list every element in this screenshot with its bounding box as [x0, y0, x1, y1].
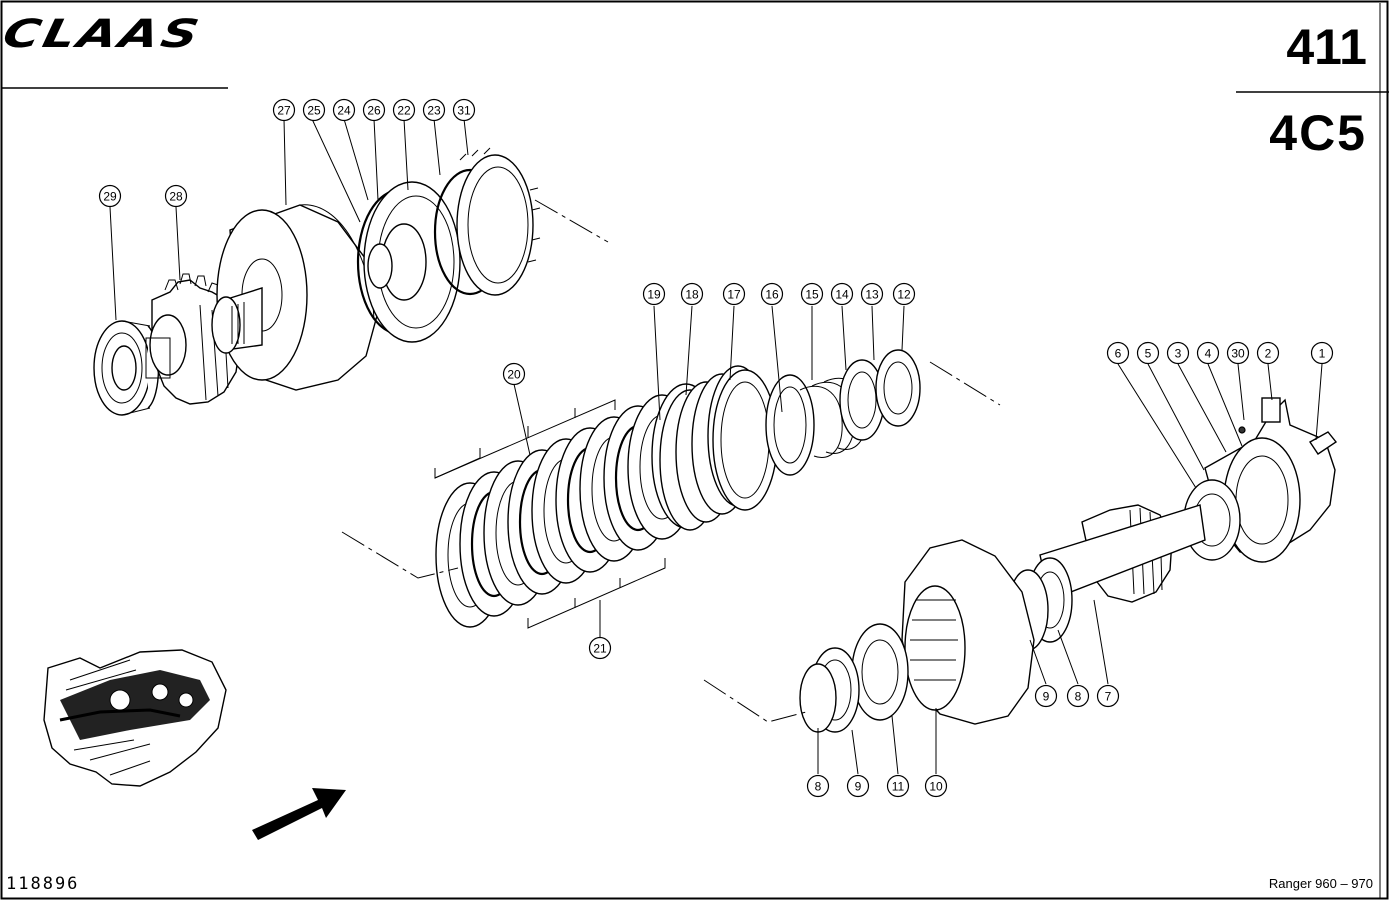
leader-lines	[109, 118, 1323, 775]
callout-23: 23	[422, 98, 446, 122]
transmission-thumbnail	[43, 649, 227, 787]
callout-27: 27	[272, 98, 296, 122]
svg-text:11: 11	[892, 780, 905, 794]
callout-28: 28	[164, 184, 188, 208]
svg-text:22: 22	[397, 104, 411, 118]
callout-17: 17	[722, 282, 746, 306]
callout-21: 21	[588, 636, 612, 660]
svg-text:21: 21	[593, 642, 607, 656]
callout-10: 10	[924, 774, 948, 798]
callout-13: 13	[860, 282, 884, 306]
svg-text:14: 14	[835, 288, 849, 302]
callout-30: 30	[1226, 341, 1250, 365]
svg-text:28: 28	[169, 190, 183, 204]
svg-text:25: 25	[307, 104, 321, 118]
svg-text:2: 2	[1265, 347, 1272, 361]
svg-text:16: 16	[765, 288, 779, 302]
callout-12: 12	[892, 282, 916, 306]
svg-text:10: 10	[929, 780, 943, 794]
drawing-number: 118896	[6, 874, 80, 894]
synchro-11	[799, 623, 909, 733]
bearing-29	[93, 320, 160, 416]
callout-6: 6	[1106, 341, 1130, 365]
callout-24: 24	[332, 98, 356, 122]
svg-text:27: 27	[277, 104, 291, 118]
callout-2: 2	[1256, 341, 1280, 365]
callout-1: 1	[1310, 341, 1334, 365]
sheet-number: 411	[1286, 19, 1367, 75]
svg-text:23: 23	[427, 104, 441, 118]
clutch-drum-27	[211, 204, 379, 391]
callout-9: 9	[846, 774, 870, 798]
svg-text:19: 19	[647, 288, 661, 302]
callout-15: 15	[800, 282, 824, 306]
svg-text:3: 3	[1175, 347, 1182, 361]
callout-5: 5	[1136, 341, 1160, 365]
callout-25: 25	[302, 98, 326, 122]
svg-text:30: 30	[1231, 347, 1245, 361]
callout-9: 9	[1034, 684, 1058, 708]
svg-text:1: 1	[1319, 347, 1326, 361]
svg-text:12: 12	[897, 288, 911, 302]
callout-8: 8	[1066, 684, 1090, 708]
callout-11: 11	[886, 774, 910, 798]
svg-text:5: 5	[1145, 347, 1152, 361]
svg-text:9: 9	[1043, 690, 1050, 704]
svg-text:7: 7	[1105, 690, 1112, 704]
clutch-pack-20-21	[434, 399, 666, 629]
callout-22: 22	[392, 98, 416, 122]
callout-8: 8	[806, 774, 830, 798]
shaft-housing-1-6	[1183, 397, 1338, 563]
svg-text:4: 4	[1205, 347, 1212, 361]
svg-text:26: 26	[367, 104, 381, 118]
group-code: 4C5	[1269, 105, 1367, 161]
svg-text:13: 13	[865, 288, 879, 302]
callout-20: 20	[502, 362, 526, 386]
direction-arrow-icon	[252, 788, 346, 840]
svg-text:31: 31	[457, 104, 471, 118]
callout-4: 4	[1196, 341, 1220, 365]
gear-10	[901, 539, 1035, 725]
svg-text:9: 9	[855, 780, 862, 794]
callout-29: 29	[98, 184, 122, 208]
callout-31: 31	[452, 98, 476, 122]
callout-14: 14	[830, 282, 854, 306]
piston-assembly	[356, 147, 541, 343]
springs-13-18	[712, 349, 921, 511]
svg-text:8: 8	[815, 780, 822, 794]
callout-19: 19	[642, 282, 666, 306]
callout-18: 18	[680, 282, 704, 306]
callout-16: 16	[760, 282, 784, 306]
svg-text:8: 8	[1075, 690, 1082, 704]
svg-text:18: 18	[685, 288, 699, 302]
svg-text:20: 20	[507, 368, 521, 382]
svg-text:17: 17	[727, 288, 741, 302]
callout-3: 3	[1166, 341, 1190, 365]
gear-7	[1039, 504, 1206, 603]
callout-26: 26	[362, 98, 386, 122]
callout-7: 7	[1096, 684, 1120, 708]
model-range-label: Ranger 960 – 970	[1268, 876, 1373, 891]
svg-text:6: 6	[1115, 347, 1122, 361]
svg-text:29: 29	[103, 190, 117, 204]
svg-text:24: 24	[337, 104, 351, 118]
svg-text:15: 15	[805, 288, 819, 302]
